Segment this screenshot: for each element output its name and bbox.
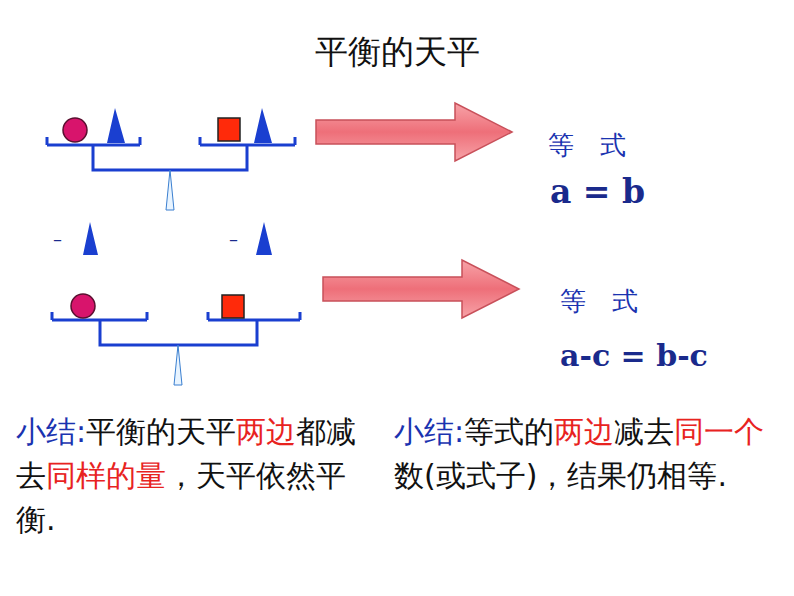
summary-segment: 小结: — [16, 414, 86, 449]
summary-segment: 同一个 — [674, 414, 764, 449]
equation-heading: 等 式 — [548, 128, 626, 163]
summary-segment: 数(或式子)，结果仍相等. — [394, 458, 727, 493]
summary-segment: 等式的 — [464, 414, 554, 449]
equation-heading: 等 式 — [560, 284, 638, 319]
summary-segment: 同样的量 — [46, 458, 166, 493]
summary-segment: 减去 — [614, 414, 674, 449]
summary-segment: 平衡的天平 — [86, 414, 236, 449]
summary-text: 小结:等式的两边减去同一个数(或式子)，结果仍相等. — [394, 410, 779, 498]
summary-text: 小结:平衡的天平两边都减去同样的量，天平依然平衡. — [16, 410, 366, 542]
minus-sign: – — [53, 228, 62, 249]
diagram-title: 平衡的天平 — [315, 30, 480, 75]
summary-segment: 两边 — [554, 414, 614, 449]
minus-sign: – — [229, 228, 238, 249]
equation: a = b — [550, 172, 645, 211]
equation: a-c = b-c — [560, 338, 708, 373]
summary-segment: 小结: — [394, 414, 464, 449]
summary-segment: 两边 — [236, 414, 296, 449]
